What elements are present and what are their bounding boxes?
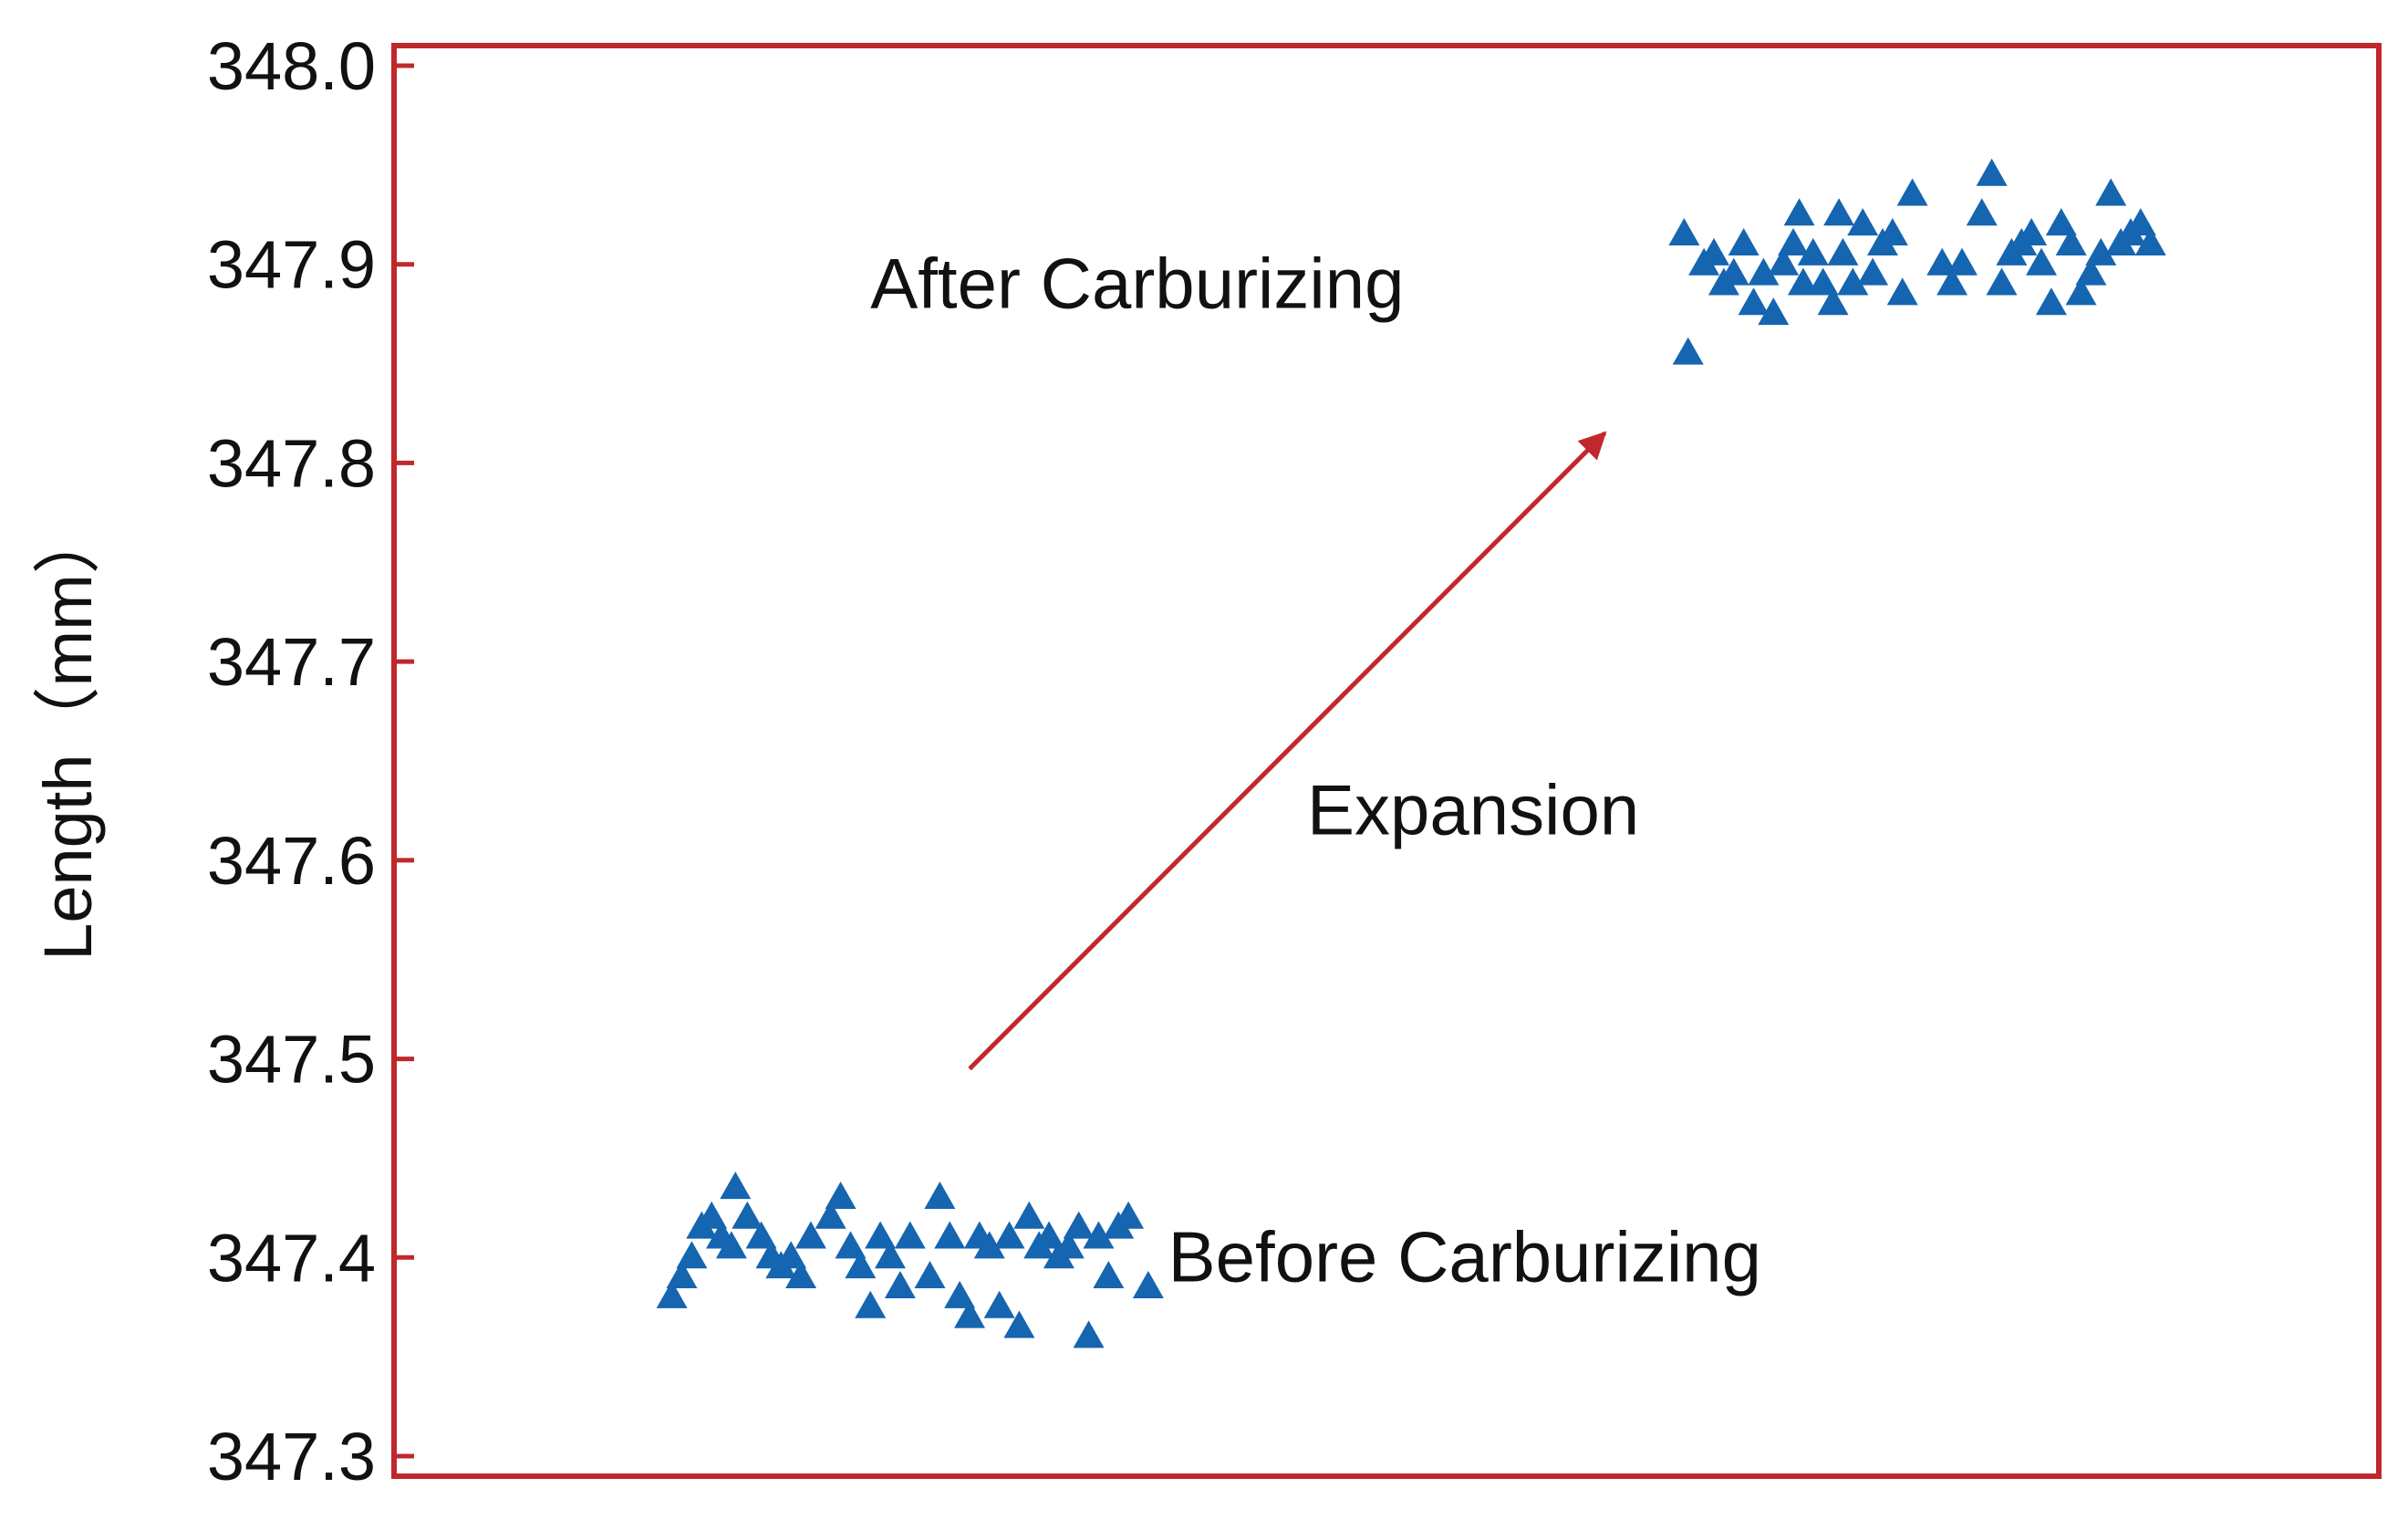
before-data-point bbox=[875, 1241, 906, 1269]
y-tick-label: 347.5 bbox=[207, 1022, 376, 1098]
after-data-point bbox=[1728, 227, 1759, 255]
before-data-point bbox=[894, 1221, 926, 1249]
expansion-label: Expansion bbox=[1307, 769, 1639, 849]
after-data-point bbox=[1748, 257, 1780, 286]
before-data-point bbox=[815, 1201, 846, 1229]
y-tick-label: 347.8 bbox=[207, 425, 376, 501]
after-data-point bbox=[2085, 237, 2117, 265]
after-data-point bbox=[1698, 237, 1730, 265]
before-data-point bbox=[835, 1231, 867, 1259]
before-data-point bbox=[696, 1201, 728, 1229]
after-data-point bbox=[1758, 297, 1790, 326]
after-data-point bbox=[1718, 257, 1749, 286]
before-carburizing-label: Before Carburizing bbox=[1168, 1216, 1761, 1296]
y-tick-label: 347.4 bbox=[207, 1220, 376, 1296]
before-data-point bbox=[855, 1290, 887, 1318]
after-data-point bbox=[1768, 247, 1800, 276]
before-data-point bbox=[865, 1221, 897, 1249]
after-data-point bbox=[1672, 337, 1704, 365]
before-data-point bbox=[715, 1231, 747, 1259]
plot-frame bbox=[391, 43, 2382, 1479]
after-data-point bbox=[1778, 227, 1810, 255]
before-data-point bbox=[1113, 1201, 1145, 1229]
after-data-point bbox=[1817, 287, 1849, 316]
before-data-point bbox=[666, 1261, 698, 1289]
before-data-point bbox=[720, 1171, 752, 1200]
after-data-point bbox=[2016, 218, 2048, 246]
after-data-point bbox=[1837, 267, 1869, 296]
after-data-point bbox=[1986, 267, 2018, 296]
before-data-point bbox=[845, 1251, 877, 1279]
before-data-point bbox=[924, 1181, 956, 1209]
before-data-point bbox=[973, 1231, 1005, 1259]
after-data-point bbox=[1926, 247, 1958, 276]
before-data-point bbox=[745, 1221, 777, 1249]
after-data-point bbox=[2055, 227, 2087, 255]
after-data-point bbox=[1966, 198, 1998, 226]
before-data-point bbox=[1063, 1211, 1095, 1239]
after-data-point bbox=[1827, 237, 1859, 265]
y-tick-label: 348.0 bbox=[207, 28, 376, 104]
before-data-point bbox=[785, 1261, 817, 1289]
before-data-point bbox=[914, 1261, 946, 1289]
before-data-point bbox=[954, 1300, 986, 1328]
before-data-point bbox=[1083, 1221, 1115, 1249]
after-carburizing-label: After Carburizing bbox=[870, 243, 1404, 323]
before-data-point bbox=[794, 1221, 826, 1249]
before-data-point bbox=[1033, 1221, 1065, 1249]
y-tick-label: 347.7 bbox=[207, 624, 376, 700]
after-data-point bbox=[2026, 247, 2058, 276]
after-data-point bbox=[2075, 257, 2107, 286]
after-data-point bbox=[1876, 218, 1908, 246]
before-data-point bbox=[884, 1270, 916, 1298]
after-data-point bbox=[2065, 277, 2097, 306]
before-data-point bbox=[944, 1280, 976, 1308]
y-axis: 347.3 347.4 347.5 347.6 347.7 347.8 347.9 348.0 bbox=[207, 28, 414, 1494]
after-data-point bbox=[1807, 267, 1839, 296]
before-data-point bbox=[993, 1221, 1025, 1249]
before-data-point bbox=[825, 1181, 856, 1209]
before-data-point bbox=[775, 1241, 807, 1269]
after-data-point bbox=[1936, 267, 1968, 296]
before-data-point bbox=[1073, 1320, 1105, 1348]
after-data-point bbox=[2134, 227, 2166, 255]
after-data-point bbox=[1946, 247, 1978, 276]
before-data-point bbox=[934, 1221, 966, 1249]
y-axis-title: Length（mm） bbox=[30, 506, 106, 961]
after-data-point bbox=[1797, 237, 1829, 265]
after-data-point bbox=[1668, 218, 1700, 246]
after-data-point bbox=[1976, 158, 2008, 186]
after-data-point bbox=[1787, 267, 1819, 296]
before-data-point bbox=[1093, 1261, 1125, 1289]
before-data-point bbox=[1003, 1310, 1035, 1338]
after-data-point bbox=[2124, 208, 2156, 236]
y-tick-label: 347.9 bbox=[207, 227, 376, 303]
after-data-point bbox=[1738, 287, 1770, 316]
before-data-point bbox=[732, 1201, 763, 1229]
y-tick-label: 347.6 bbox=[207, 823, 376, 899]
after-data-point bbox=[2035, 287, 2067, 316]
y-tick-label: 347.3 bbox=[207, 1419, 376, 1494]
after-data-point bbox=[1886, 277, 1918, 306]
data-points bbox=[656, 158, 2166, 1348]
expansion-arrow bbox=[968, 431, 1607, 1071]
after-data-point bbox=[1847, 208, 1879, 236]
after-data-point bbox=[2095, 178, 2127, 206]
before-data-point bbox=[1013, 1201, 1045, 1229]
before-data-point bbox=[983, 1290, 1015, 1318]
before-data-point bbox=[676, 1241, 708, 1269]
after-data-point bbox=[1823, 198, 1855, 226]
before-data-point bbox=[1132, 1270, 1164, 1298]
before-data-point bbox=[1053, 1231, 1085, 1259]
before-data-point bbox=[656, 1280, 688, 1308]
after-data-point bbox=[2045, 208, 2077, 236]
after-data-point bbox=[1896, 178, 1928, 206]
after-data-point bbox=[1857, 257, 1889, 286]
after-data-point bbox=[1783, 198, 1815, 226]
